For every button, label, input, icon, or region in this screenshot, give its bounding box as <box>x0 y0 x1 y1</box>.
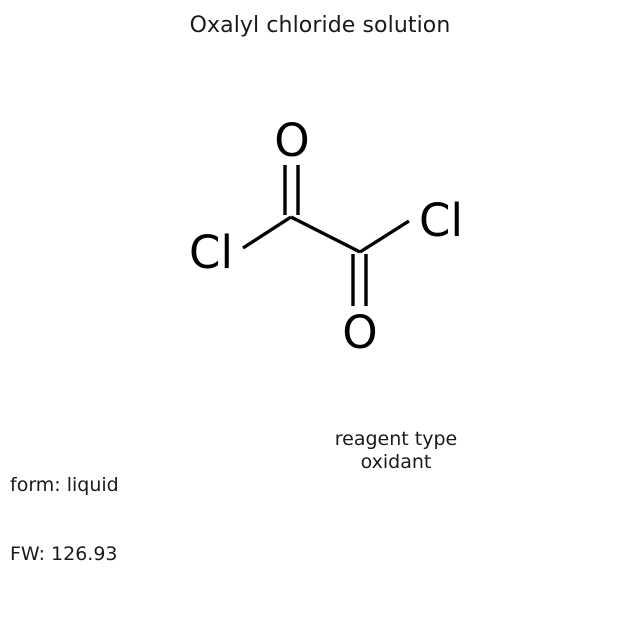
atom-label-oxygen-bottom: O <box>342 306 377 359</box>
properties-right-block: reagent type oxidant <box>296 428 496 474</box>
property-formula-weight: FW: 126.93 <box>10 543 118 565</box>
property-reagent-type-value: oxidant <box>360 451 432 473</box>
structure-svg: O Cl Cl O <box>189 114 463 359</box>
properties-left-block: form: liquid FW: 126.93 <box>10 428 119 612</box>
atom-label-chlorine-left: Cl <box>189 226 233 279</box>
chemical-structure-diagram: O Cl Cl O <box>0 70 640 400</box>
property-reagent-type-label: reagent type <box>334 428 458 450</box>
atom-label-oxygen-top: O <box>274 114 309 167</box>
bond-cl-left-c1 <box>242 215 292 250</box>
bond-c1-c2 <box>290 215 361 254</box>
property-form: form: liquid <box>10 474 119 496</box>
bond-c2-cl-right <box>359 219 410 254</box>
atom-label-chlorine-right: Cl <box>419 194 463 247</box>
page-title: Oxalyl chloride solution <box>189 13 451 38</box>
